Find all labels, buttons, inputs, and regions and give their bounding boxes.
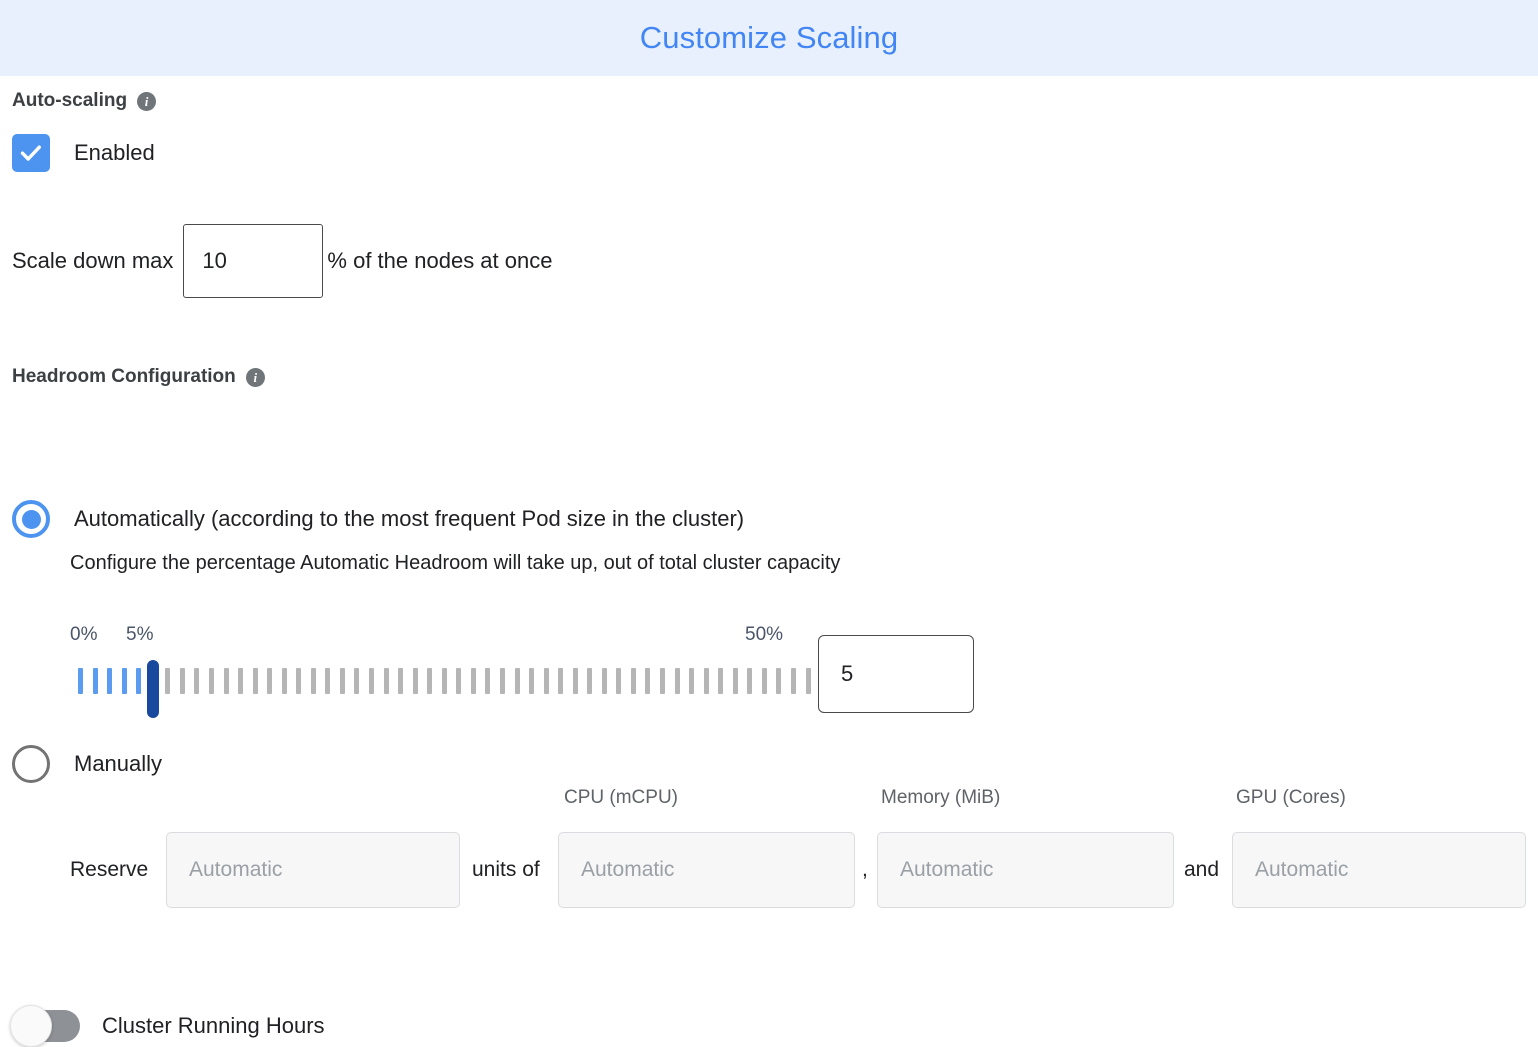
toggle-knob [10, 1005, 52, 1047]
slider-tick[interactable] [383, 668, 389, 694]
slider-tick[interactable] [718, 668, 724, 694]
headroom-option-automatic[interactable]: Automatically (according to the most fre… [12, 500, 744, 538]
slider-tick[interactable] [470, 668, 476, 694]
slider-tick[interactable] [179, 668, 185, 694]
headroom-automatic-description: Configure the percentage Automatic Headr… [70, 552, 841, 574]
dialog-body: Auto-scaling i Enabled Scale down max % … [0, 90, 1538, 1047]
slider-tick[interactable] [136, 668, 142, 694]
reserve-memory-input[interactable] [877, 832, 1174, 908]
slider-tick[interactable] [310, 668, 316, 694]
slider-tick[interactable] [194, 668, 200, 694]
slider-min-label: 0% [70, 624, 98, 645]
slider-current-label: 5% [126, 624, 154, 645]
slider-track[interactable] [78, 660, 811, 718]
slider-tick[interactable] [485, 668, 491, 694]
headroom-option-manual-label: Manually [74, 751, 163, 776]
slider-tick[interactable] [543, 668, 549, 694]
slider-tick[interactable] [238, 668, 244, 694]
column-header-gpu: GPU (Cores) [1236, 787, 1346, 808]
slider-tick[interactable] [529, 668, 535, 694]
headroom-section-heading: Headroom Configuration i [12, 366, 265, 388]
slider-tick[interactable] [281, 668, 287, 694]
slider-tick[interactable] [514, 668, 520, 694]
slider-tick[interactable] [208, 668, 214, 694]
comma-separator: , [862, 858, 868, 881]
slider-thumb[interactable] [147, 660, 160, 718]
slider-tick[interactable] [325, 668, 331, 694]
slider-tick[interactable] [587, 668, 593, 694]
headroom-percentage-input[interactable] [818, 635, 974, 713]
radio-unselected-icon[interactable] [12, 745, 50, 783]
slider-tick[interactable] [601, 668, 607, 694]
column-header-cpu: CPU (mCPU) [564, 787, 678, 808]
scale-down-max-suffix: % of the nodes at once [327, 248, 553, 273]
slider-max-label: 50% [745, 624, 784, 645]
slider-tick[interactable] [499, 668, 505, 694]
slider-tick[interactable] [761, 668, 767, 694]
slider-tick[interactable] [616, 668, 622, 694]
slider-tick[interactable] [660, 668, 665, 694]
auto-scaling-heading-label: Auto-scaling [12, 90, 128, 111]
reserve-units-input[interactable] [166, 832, 460, 908]
headroom-option-manual[interactable]: Manually [12, 745, 162, 783]
page-title: Customize Scaling [639, 20, 899, 55]
slider-tick[interactable] [689, 668, 695, 694]
headroom-heading-label: Headroom Configuration [12, 366, 236, 387]
slider-tick[interactable] [630, 668, 636, 694]
column-header-memory: Memory (MiB) [881, 787, 1001, 808]
slider-tick[interactable] [354, 668, 360, 694]
cluster-running-hours-label: Cluster Running Hours [102, 1013, 325, 1038]
info-icon[interactable]: i [137, 91, 157, 111]
slider-tick[interactable] [790, 668, 796, 694]
slider-tick-labels: 0% 5% 50% [70, 624, 990, 650]
cluster-running-hours-row[interactable]: Cluster Running Hours [10, 1005, 325, 1047]
slider-tick[interactable] [427, 668, 433, 694]
headroom-option-automatic-label: Automatically (according to the most fre… [74, 506, 745, 531]
slider-tick[interactable] [92, 668, 98, 694]
reserve-column-headers: CPU (mCPU) Memory (MiB) GPU (Cores) [0, 787, 1538, 815]
slider-tick[interactable] [572, 668, 578, 694]
auto-scaling-enabled-row[interactable]: Enabled [12, 134, 1526, 172]
and-separator: and [1184, 858, 1220, 881]
slider-tick[interactable] [776, 668, 782, 694]
slider-tick[interactable] [339, 668, 345, 694]
slider-tick[interactable] [747, 668, 753, 694]
slider-tick[interactable] [412, 668, 418, 694]
slider-tick[interactable] [121, 668, 127, 694]
slider-tick[interactable] [78, 668, 83, 694]
checkbox-icon[interactable] [12, 134, 50, 172]
slider-tick[interactable] [456, 668, 462, 694]
slider-tick[interactable] [558, 668, 564, 694]
slider-tick[interactable] [369, 668, 374, 694]
slider-tick[interactable] [296, 668, 302, 694]
slider-tick[interactable] [165, 668, 171, 694]
reserve-row: Reserve units of , and [0, 830, 1538, 910]
slider-tick[interactable] [441, 668, 447, 694]
units-of-label: units of [472, 858, 540, 881]
slider-tick[interactable] [645, 668, 651, 694]
toggle-switch[interactable] [10, 1005, 80, 1047]
radio-selected-icon[interactable] [12, 500, 50, 538]
scale-down-max-row: Scale down max % of the nodes at once [12, 224, 1526, 298]
dialog-header: Customize Scaling [0, 0, 1538, 76]
reserve-gpu-input[interactable] [1232, 832, 1526, 908]
slider-tick[interactable] [398, 668, 404, 694]
slider-tick[interactable] [252, 668, 258, 694]
slider-tick[interactable] [267, 668, 273, 694]
enabled-label: Enabled [74, 140, 155, 165]
reserve-label: Reserve [70, 858, 149, 881]
headroom-percentage-slider[interactable]: 0% 5% 50% [70, 624, 990, 724]
slider-tick[interactable] [674, 668, 680, 694]
slider-tick[interactable] [223, 668, 229, 694]
auto-scaling-section-heading: Auto-scaling i [12, 90, 1526, 112]
slider-tick[interactable] [107, 668, 113, 694]
slider-tick[interactable] [732, 668, 738, 694]
info-icon[interactable]: i [245, 367, 265, 387]
slider-tick[interactable] [703, 668, 709, 694]
slider-tick[interactable] [805, 668, 811, 694]
scale-down-max-label: Scale down max [12, 248, 174, 273]
reserve-cpu-input[interactable] [558, 832, 855, 908]
scale-down-max-input[interactable] [183, 224, 324, 298]
